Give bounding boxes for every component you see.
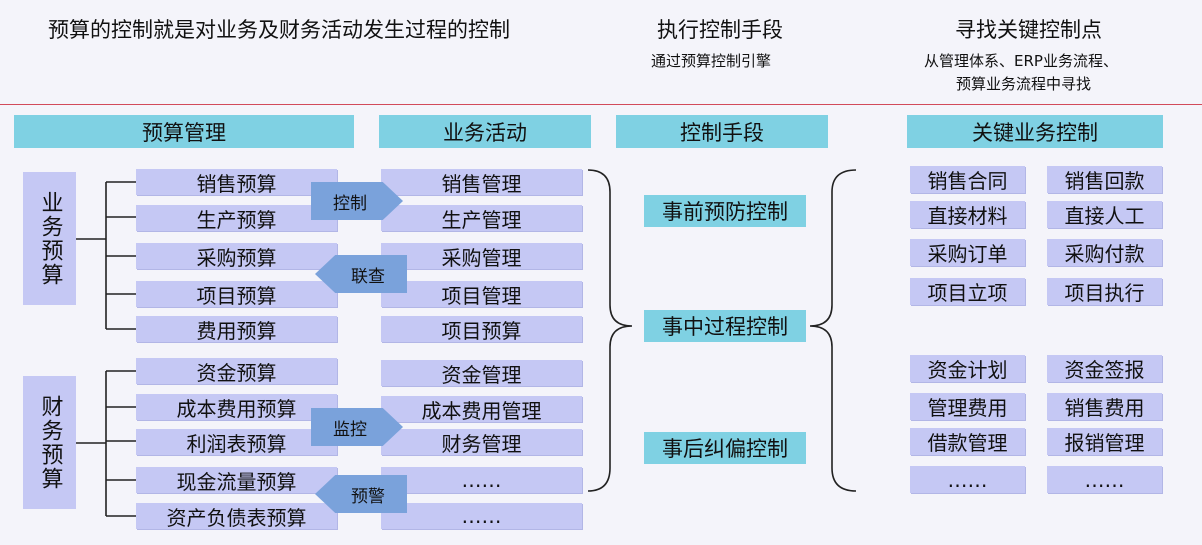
budget-item-expense: 费用预算 <box>136 316 337 343</box>
means-subtitle: 通过预算控制引擎 <box>651 52 772 70</box>
page-title: 预算的控制就是对业务及财务活动发生过程的控制 <box>48 18 510 42</box>
key-control-project-execution: 项目执行 <box>1047 278 1162 305</box>
key-control-loan-mgmt: 借款管理 <box>910 428 1025 455</box>
header-divider <box>0 104 1202 105</box>
category-key-control: 关键业务控制 <box>907 115 1163 148</box>
points-subtitle-line2: 预算业务流程中寻找 <box>956 75 1092 93</box>
control-stage-after: 事后纠偏控制 <box>644 432 806 464</box>
key-control-project-setup: 项目立项 <box>910 278 1025 305</box>
activity-item-fund-mgmt: 资金管理 <box>381 360 582 387</box>
activity-item-cost-mgmt: 成本费用管理 <box>381 396 582 423</box>
control-stage-during: 事中过程控制 <box>644 310 806 342</box>
arrow-link-query: 联查 <box>315 255 407 293</box>
means-title: 执行控制手段 <box>657 18 783 42</box>
activity-item-project-mgmt: 项目管理 <box>381 281 582 308</box>
activity-item-more-1: …… <box>381 467 582 493</box>
activity-item-project-budget: 项目预算 <box>381 316 582 343</box>
budget-item-project: 项目预算 <box>136 281 337 308</box>
category-control-means: 控制手段 <box>616 115 828 148</box>
key-control-sales-receipt: 销售回款 <box>1047 166 1162 193</box>
arrow-control: 控制 <box>311 182 403 220</box>
points-title: 寻找关键控制点 <box>955 18 1102 42</box>
budget-item-cash-flow: 现金流量预算 <box>136 467 337 494</box>
category-budget-management: 预算管理 <box>14 115 354 148</box>
budget-item-cost-expense: 成本费用预算 <box>136 394 337 421</box>
budget-item-sales: 销售预算 <box>136 169 337 196</box>
control-stage-before: 事前预防控制 <box>644 195 806 227</box>
budget-item-production: 生产预算 <box>136 205 337 232</box>
key-control-sales-expense: 销售费用 <box>1047 393 1162 420</box>
group-finance-budget: 财务预算 <box>23 376 76 509</box>
key-control-direct-material: 直接材料 <box>910 201 1025 228</box>
key-control-more-1: …… <box>910 466 1025 493</box>
budget-item-balance-sheet: 资产负债表预算 <box>136 503 337 530</box>
budget-item-fund: 资金预算 <box>136 358 337 385</box>
budget-item-income-statement: 利润表预算 <box>136 429 337 456</box>
budget-item-purchase: 采购预算 <box>136 243 337 270</box>
key-control-fund-plan: 资金计划 <box>910 355 1025 382</box>
key-control-more-2: …… <box>1047 466 1162 493</box>
key-control-admin-expense: 管理费用 <box>910 393 1025 420</box>
key-control-purchase-payment: 采购付款 <box>1047 239 1162 266</box>
group-business-budget: 业务预算 <box>23 172 76 305</box>
activity-item-production-mgmt: 生产管理 <box>381 205 582 232</box>
key-control-sales-contract: 销售合同 <box>910 166 1025 193</box>
key-control-reimbursement-mgmt: 报销管理 <box>1047 428 1162 455</box>
arrow-warning: 预警 <box>315 475 407 513</box>
activity-item-sales-mgmt: 销售管理 <box>381 169 582 196</box>
points-subtitle-line1: 从管理体系、ERP业务流程、 <box>924 52 1118 70</box>
activity-item-more-2: …… <box>381 503 582 529</box>
key-control-purchase-order: 采购订单 <box>910 239 1025 266</box>
category-business-activity: 业务活动 <box>379 115 591 148</box>
arrow-monitor: 监控 <box>311 408 403 446</box>
activity-item-finance-mgmt: 财务管理 <box>381 429 582 456</box>
activity-item-purchase-mgmt: 采购管理 <box>381 243 582 270</box>
key-control-fund-approval: 资金签报 <box>1047 355 1162 382</box>
key-control-direct-labor: 直接人工 <box>1047 201 1162 228</box>
